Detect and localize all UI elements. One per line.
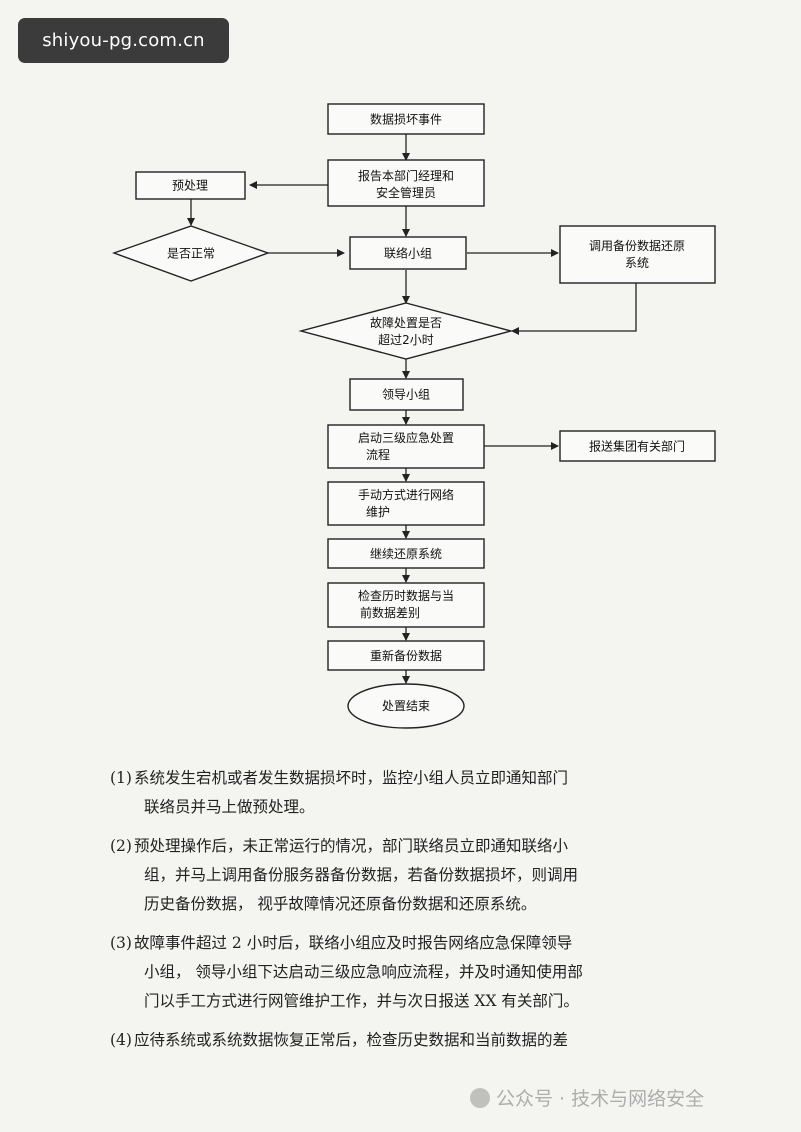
note-1: (1)系统发生宕机或者发生数据损坏时，监控小组人员立即通知部门 联络员并马上做预… bbox=[110, 764, 710, 822]
node-event-box bbox=[327, 103, 485, 135]
note-line: 组，并马上调用备份服务器备份数据，若备份数据损坏，则调用 bbox=[144, 866, 579, 884]
note-text: 系统发生宕机或者发生数据损坏时，监控小组人员立即通知部门 bbox=[134, 769, 569, 787]
flowchart: 数据损坏事件 预处理 是否正常 联络小组 领导小组 报送集团有关部门 继续还原系… bbox=[111, 103, 716, 729]
node-manual-label-line2: 维护 bbox=[366, 505, 390, 519]
note-text: 故障事件超过 2 小时后，联络小组应及时报告网络应急保障领导 bbox=[134, 934, 573, 952]
node-liaison-label: 联络小组 bbox=[384, 246, 432, 261]
node-manual-label-line1: 手动方式进行网络 bbox=[358, 487, 454, 502]
node-end-ellipse bbox=[347, 683, 465, 729]
node-leader-box bbox=[349, 378, 464, 411]
node-event-label: 数据损坏事件 bbox=[370, 112, 442, 127]
node-is-normal-diamond bbox=[111, 225, 271, 282]
node-restore-backup-label-line1: 调用备份数据还原 bbox=[589, 238, 685, 253]
watermark-text: 公众号 · 技术与网络安全 bbox=[496, 1088, 705, 1110]
wechat-icon bbox=[470, 1088, 490, 1108]
note-line: 联络员并马上做预处理。 bbox=[144, 798, 315, 816]
node-end-label: 处置结束 bbox=[382, 699, 430, 713]
note-3: (3)故障事件超过 2 小时后，联络小组应及时报告网络应急保障领导 小组， 领导… bbox=[110, 929, 710, 1016]
node-check-history-label-line2: 前数据差别 bbox=[360, 605, 420, 620]
note-line: (2)预处理操作后，未正常运行的情况，部门联络员立即通知联络小 bbox=[110, 832, 710, 861]
node-check-history-box bbox=[327, 582, 485, 628]
note-line: (1)系统发生宕机或者发生数据损坏时，监控小组人员立即通知部门 bbox=[110, 764, 710, 793]
note-text: 应待系统或系统数据恢复正常后，检查历史数据和当前数据的差 bbox=[134, 1031, 569, 1049]
node-over-2h-label-line1: 故障处置是否 bbox=[370, 315, 442, 330]
node-continue-box bbox=[327, 538, 485, 569]
node-rebackup-label: 重新备份数据 bbox=[370, 648, 442, 663]
node-over-2h-diamond bbox=[298, 302, 514, 360]
wechat-watermark: 公众号 · 技术与网络安全 bbox=[470, 1086, 704, 1112]
node-is-normal-label: 是否正常 bbox=[167, 247, 215, 261]
node-report-group-label: 报送集团有关部门 bbox=[589, 439, 685, 454]
node-start-level3-box bbox=[327, 424, 485, 469]
note-4: (4)应待系统或系统数据恢复正常后，检查历史数据和当前数据的差 bbox=[110, 1026, 710, 1055]
node-restore-backup-box bbox=[559, 225, 716, 284]
node-preprocess-label: 预处理 bbox=[172, 179, 208, 193]
site-url-badge: shiyou-pg.com.cn bbox=[18, 18, 229, 63]
procedure-notes: (1)系统发生宕机或者发生数据损坏时，监控小组人员立即通知部门 联络员并马上做预… bbox=[110, 764, 710, 1065]
node-report-box bbox=[327, 159, 485, 207]
note-line: 门以手工方式进行网管维护工作，并与次日报送 XX 有关部门。 bbox=[144, 992, 579, 1010]
node-manual-box bbox=[327, 481, 485, 526]
note-line: (4)应待系统或系统数据恢复正常后，检查历史数据和当前数据的差 bbox=[110, 1026, 710, 1055]
note-number: (4) bbox=[110, 1031, 132, 1049]
note-line: 小组， 领导小组下达启动三级应急响应流程，并及时通知使用部 bbox=[144, 963, 583, 981]
node-start-level3-label-line1: 启动三级应急处置 bbox=[358, 430, 454, 445]
node-preprocess-box bbox=[135, 171, 246, 200]
note-number: (1) bbox=[110, 769, 132, 787]
node-liaison-box bbox=[349, 236, 467, 270]
node-check-history-label-line1: 检查历时数据与当 bbox=[358, 588, 454, 603]
node-restore-backup-label-line2: 系统 bbox=[625, 256, 649, 270]
node-rebackup-box bbox=[327, 640, 485, 671]
flow-connectors bbox=[187, 134, 637, 684]
note-number: (3) bbox=[110, 934, 132, 952]
note-line: (3)故障事件超过 2 小时后，联络小组应及时报告网络应急保障领导 bbox=[110, 929, 710, 958]
note-number: (2) bbox=[110, 837, 132, 855]
node-leader-label: 领导小组 bbox=[382, 388, 430, 402]
node-report-group-box bbox=[559, 430, 716, 462]
node-report-label-line2: 安全管理员 bbox=[376, 185, 436, 200]
node-over-2h-label-line2: 超过2小时 bbox=[378, 332, 434, 347]
note-line: 历史备份数据， 视乎故障情况还原备份数据和还原系统。 bbox=[144, 895, 537, 913]
note-text: 预处理操作后，未正常运行的情况，部门联络员立即通知联络小 bbox=[134, 837, 569, 855]
note-2: (2)预处理操作后，未正常运行的情况，部门联络员立即通知联络小 组，并马上调用备… bbox=[110, 832, 710, 919]
node-start-level3-label-line2: 流程 bbox=[366, 447, 390, 462]
node-continue-label: 继续还原系统 bbox=[370, 547, 442, 561]
node-report-label-line1: 报告本部门经理和 bbox=[358, 168, 454, 183]
arrow-restore-to-decision bbox=[511, 283, 637, 335]
